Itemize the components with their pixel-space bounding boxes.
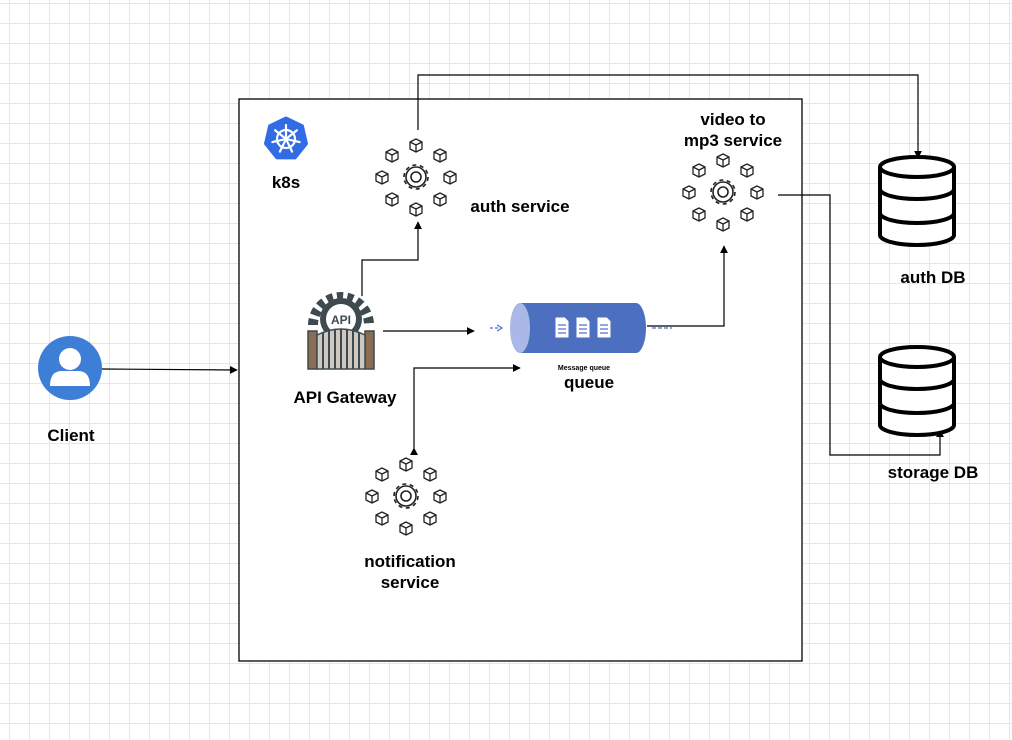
edge-video-to-storagedb (778, 194, 944, 456)
edge-gateway-to-auth (361, 221, 422, 296)
video-service-label-line2: mp3 service (683, 131, 783, 150)
notification-service-icon (366, 458, 446, 535)
video-to-mp3-service-icon (683, 154, 763, 231)
api-badge-text: API (331, 313, 351, 327)
video-service-label-line1: video to (700, 110, 766, 129)
auth-db-icon (878, 155, 956, 247)
kubernetes-icon (264, 116, 308, 160)
storage-db-label: storage DB (887, 463, 979, 482)
edge-client-to-cluster (101, 365, 238, 374)
user-avatar-icon (38, 336, 102, 400)
auth-service-icon (376, 139, 456, 216)
notification-service-label-line2: service (380, 573, 440, 592)
edge-queue-to-video (647, 245, 728, 327)
edge-auth-to-authdb (417, 74, 922, 159)
notification-service-label-line1: notification (364, 552, 456, 571)
api-gateway-label: API Gateway (293, 388, 397, 407)
k8s-label: k8s (271, 173, 301, 192)
edge-notification-to-queue (410, 364, 521, 456)
auth-db-label: auth DB (900, 268, 966, 287)
client-label: Client (47, 426, 95, 445)
auth-service-label: auth service (470, 197, 570, 216)
connectors (101, 74, 944, 456)
storage-db-icon (878, 345, 956, 437)
queue-label: queue (563, 373, 615, 392)
message-queue-icon: Message queue (490, 303, 672, 372)
queue-caption: Message queue (558, 365, 610, 372)
api-gate-icon: API (307, 292, 375, 370)
